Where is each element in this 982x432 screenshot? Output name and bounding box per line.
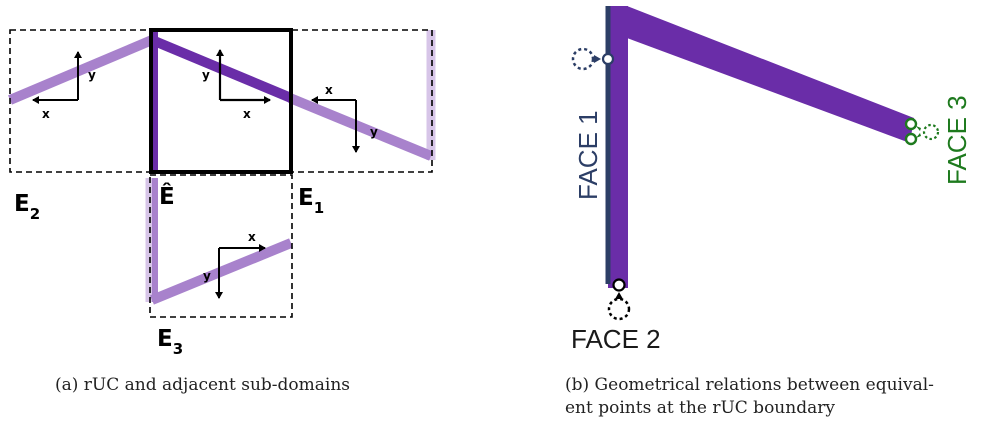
face1-node [601,52,615,66]
label-e3: E3 [157,326,183,358]
strut-diagonal [617,6,914,143]
face2-node [612,278,626,292]
panel-a: y x y x x y x y E2 Ê E1 E3 [8,28,436,358]
axis-label-y: y [202,68,210,82]
strut-ruc-diag [150,35,293,103]
strut-vertical [608,6,628,288]
face3-node-top [904,117,918,131]
strut-e1 [288,93,433,161]
face3-node-bottom [904,132,918,146]
axis-label-x: x [248,230,256,244]
axes-e3: x y [203,230,266,299]
axes-e1: x y [311,83,378,153]
face2-arrow [615,292,623,299]
caption-b-line1: (b) Geometrical relations between equiva… [565,375,934,395]
axis-label-x: x [325,83,333,97]
face1-image-node [571,47,595,71]
caption-b-line2: ent points at the rUC boundary [565,398,835,418]
face1-arrow [594,55,601,63]
strut-e3-diag [150,238,293,305]
axes-ruc: y x [202,49,271,121]
label-e2: E2 [14,191,40,223]
ruc-box [149,28,293,174]
face1-label: FACE 1 [573,110,603,200]
panel-b: FACE 1 FACE 2 FACE 3 [571,6,972,354]
strut-e2 [8,35,154,105]
domain-e3-box [149,174,293,318]
face2-image-node [607,297,631,321]
face2-label: FACE 2 [571,324,661,354]
label-e-hat: Ê [159,182,175,210]
axis-label-y: y [88,68,96,82]
face3-label: FACE 3 [942,95,972,185]
axis-label-y: y [370,125,378,139]
caption-a: (a) rUC and adjacent sub-domains [55,375,351,395]
axes-e2: y x [32,51,96,121]
label-e1: E1 [298,185,324,217]
face3-arrow [916,126,921,131]
axis-label-x: x [42,107,50,121]
axis-label-y: y [203,269,211,283]
axis-label-x: x [243,107,251,121]
face3-image-node [922,123,940,141]
face3-arrow [916,133,921,138]
